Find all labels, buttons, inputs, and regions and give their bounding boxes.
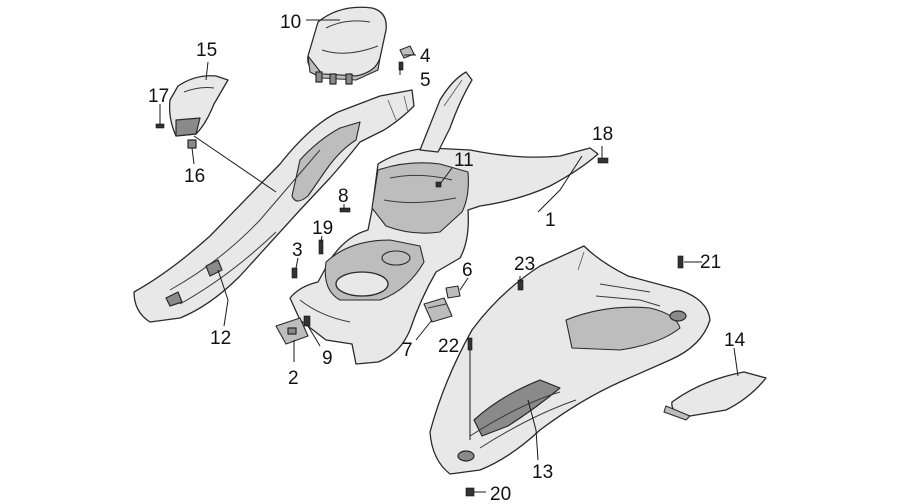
- callout-9: 9: [322, 348, 333, 369]
- callout-18: 18: [592, 124, 613, 145]
- callout-15: 15: [196, 40, 217, 61]
- part-5-screw: [398, 61, 404, 71]
- part-1-main-body: [289, 71, 599, 365]
- part-3-screw: [291, 267, 298, 279]
- callout-23: 23: [514, 254, 535, 275]
- part-13-footboard: [429, 245, 711, 475]
- callout-4: 4: [420, 46, 431, 67]
- part-9-fastener: [303, 315, 311, 327]
- part-18-screw: [597, 157, 609, 164]
- callout-10: 10: [280, 12, 301, 33]
- leader-lines: [159, 19, 739, 493]
- callout-20: 20: [490, 484, 511, 504]
- callout-2: 2: [288, 368, 299, 389]
- part-20-screw: [465, 487, 475, 497]
- callout-16: 16: [184, 166, 205, 187]
- callout-8: 8: [338, 186, 349, 207]
- part-21-screw: [677, 255, 684, 269]
- part-14-small-panel: [663, 371, 767, 421]
- part-12-left-side-cover: [133, 89, 415, 323]
- callout-21: 21: [700, 252, 721, 273]
- part-11-screw: [435, 181, 442, 188]
- part-17-screw: [155, 123, 165, 129]
- callout-7: 7: [402, 340, 413, 361]
- part-7-bracket: [423, 297, 453, 323]
- part-2-bracket: [275, 317, 309, 345]
- callout-13: 13: [532, 462, 553, 483]
- part-22-screw: [467, 337, 473, 351]
- callout-5: 5: [420, 70, 431, 91]
- part-10-cover: [307, 6, 387, 85]
- callout-3: 3: [292, 240, 303, 261]
- part-19-screw: [318, 239, 324, 255]
- callout-17: 17: [148, 86, 169, 107]
- callout-6: 6: [462, 260, 473, 281]
- callout-14: 14: [724, 330, 746, 351]
- part-16-fastener: [187, 139, 197, 149]
- callout-22: 22: [438, 336, 459, 357]
- callout-1: 1: [545, 210, 556, 231]
- part-15-side-panel: [168, 75, 229, 137]
- callout-labels: 1 2 3 4 5 6 7 8 9 10 11 12 13 14 15 16 1…: [148, 12, 746, 504]
- callout-12: 12: [210, 328, 231, 349]
- callout-19: 19: [312, 218, 333, 239]
- callout-11: 11: [454, 150, 474, 171]
- part-4-clip: [399, 45, 415, 59]
- part-6-clip: [445, 285, 461, 299]
- part-8-screw: [339, 207, 351, 213]
